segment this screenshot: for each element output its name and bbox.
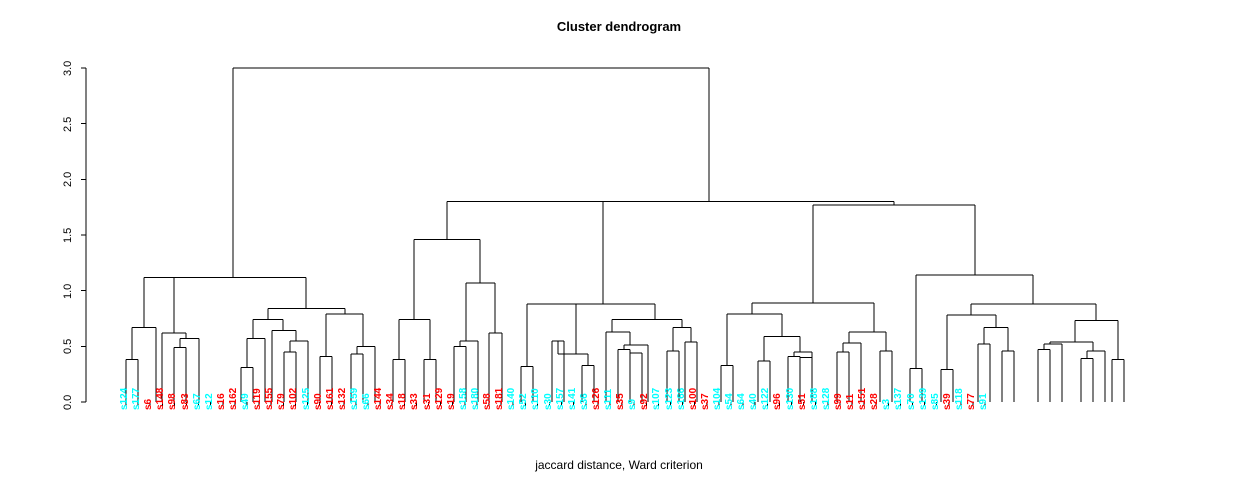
leaf-label[interactable]: s177 <box>131 387 143 410</box>
leaf-label[interactable]: s18 <box>397 393 409 410</box>
leaf-label[interactable]: s54 <box>724 393 735 410</box>
leaf-label[interactable]: s124 <box>119 387 130 410</box>
leaf-ticks <box>125 402 986 406</box>
leaf-label[interactable]: s12 <box>203 393 215 410</box>
y-tick-label: 2.0 <box>62 171 74 187</box>
leaf-label[interactable]: s34 <box>385 393 397 410</box>
leaf-label[interactable]: s79 <box>276 393 288 410</box>
leaf-label[interactable]: s166 <box>675 387 687 410</box>
leaf-label[interactable]: s35 <box>615 393 627 410</box>
leaf-label[interactable]: s39 <box>941 393 953 410</box>
leaf-label[interactable]: s16 <box>215 393 227 410</box>
y-tick-label: 1.5 <box>62 227 74 243</box>
leaf-label[interactable]: s9 <box>627 398 639 410</box>
leaf-label[interactable]: s52 <box>518 393 530 410</box>
leaf-label[interactable]: s3 <box>881 398 893 410</box>
leaf-label[interactable]: s6 <box>143 398 155 410</box>
leaf-label[interactable]: s119 <box>252 388 264 410</box>
leaf-label[interactable]: s66 <box>361 393 372 410</box>
y-tick-label: 1.0 <box>62 283 74 299</box>
leaf-label[interactable]: s104 <box>711 387 723 410</box>
leaf-label[interactable]: s64 <box>736 393 748 410</box>
leaf-label[interactable]: s70 <box>905 393 917 410</box>
leaf-label[interactable]: s159 <box>348 387 360 410</box>
leaf-label[interactable]: s144 <box>373 387 385 410</box>
page-title: Cluster dendrogram <box>556 19 682 34</box>
leaf-label[interactable]: s91 <box>978 393 990 410</box>
leaf-label[interactable]: s36 <box>578 393 590 410</box>
leaf-label[interactable]: s96 <box>772 393 784 410</box>
leaf-label[interactable]: s140 <box>506 387 518 410</box>
leaf-label[interactable]: s125 <box>300 387 312 410</box>
dendrogram-branches <box>125 67 1125 402</box>
leaf-label[interactable]: s111 <box>603 388 614 410</box>
leaf-label[interactable]: s31 <box>421 393 433 410</box>
leaf-label[interactable]: s51 <box>796 393 808 410</box>
leaf-label[interactable]: s85 <box>929 393 941 410</box>
leaf-label[interactable]: s100 <box>687 387 699 410</box>
leaf-label[interactable]: s155 <box>264 387 276 410</box>
leaf-label[interactable]: s181 <box>494 387 506 410</box>
leaf-label[interactable]: s129 <box>433 387 445 410</box>
leaf-label[interactable]: s11 <box>845 393 856 410</box>
y-tick-label: 0.0 <box>62 394 74 410</box>
x-axis-label: jaccard distance, Ward criterion <box>535 458 703 472</box>
leaf-label[interactable]: s99 <box>832 393 844 410</box>
leaf-label[interactable]: s132 <box>336 387 348 410</box>
leaf-label[interactable]: s90 <box>312 393 324 410</box>
leaf-label[interactable]: s49 <box>240 393 251 410</box>
leaf-label[interactable]: s141 <box>566 387 578 410</box>
leaf-label[interactable]: s118 <box>953 388 965 410</box>
y-axis <box>81 67 87 403</box>
leaf-label[interactable]: s110 <box>530 388 542 410</box>
leaf-label[interactable]: s157 <box>554 387 566 410</box>
leaf-label[interactable]: s148 <box>155 387 167 410</box>
leaf-label[interactable]: s128 <box>820 387 832 410</box>
leaf-label[interactable]: s151 <box>857 387 869 410</box>
leaf-label[interactable]: s33 <box>409 393 421 410</box>
leaf-label[interactable]: s139 <box>917 387 929 410</box>
leaf-label[interactable]: s102 <box>288 387 300 410</box>
leaf-label[interactable]: s83 <box>179 393 191 410</box>
leaf-label[interactable]: s77 <box>966 393 977 410</box>
leaf-label[interactable]: s37 <box>699 393 711 410</box>
y-tick-label: 3.0 <box>62 60 74 76</box>
y-tick-label: 0.5 <box>62 338 74 354</box>
leaf-label[interactable]: s126 <box>590 387 602 410</box>
leaf-label[interactable]: s137 <box>893 387 905 410</box>
leaf-label[interactable]: s19 <box>445 393 457 410</box>
leaf-label[interactable]: s188 <box>808 387 820 410</box>
leaf-label[interactable]: s28 <box>869 393 881 410</box>
leaf-label[interactable]: s92 <box>639 393 651 410</box>
leaf-label[interactable]: s40 <box>748 393 760 410</box>
leaf-label[interactable]: s123 <box>663 387 675 410</box>
leaf-label[interactable]: s130 <box>784 387 796 410</box>
leaf-label[interactable]: s158 <box>457 387 469 410</box>
leaf-label[interactable]: s67 <box>191 393 203 410</box>
leaf-label[interactable]: s107 <box>651 387 663 410</box>
leaf-label[interactable]: s98 <box>167 393 179 410</box>
leaf-label[interactable]: s30 <box>542 393 554 410</box>
leaf-label[interactable]: s180 <box>469 387 481 410</box>
leaf-label[interactable]: s162 <box>227 387 239 410</box>
leaf-label[interactable]: s122 <box>760 387 772 410</box>
y-tick-label: 2.5 <box>62 116 74 132</box>
leaf-label[interactable]: s58 <box>482 393 493 410</box>
leaf-label[interactable]: s161 <box>324 387 336 410</box>
